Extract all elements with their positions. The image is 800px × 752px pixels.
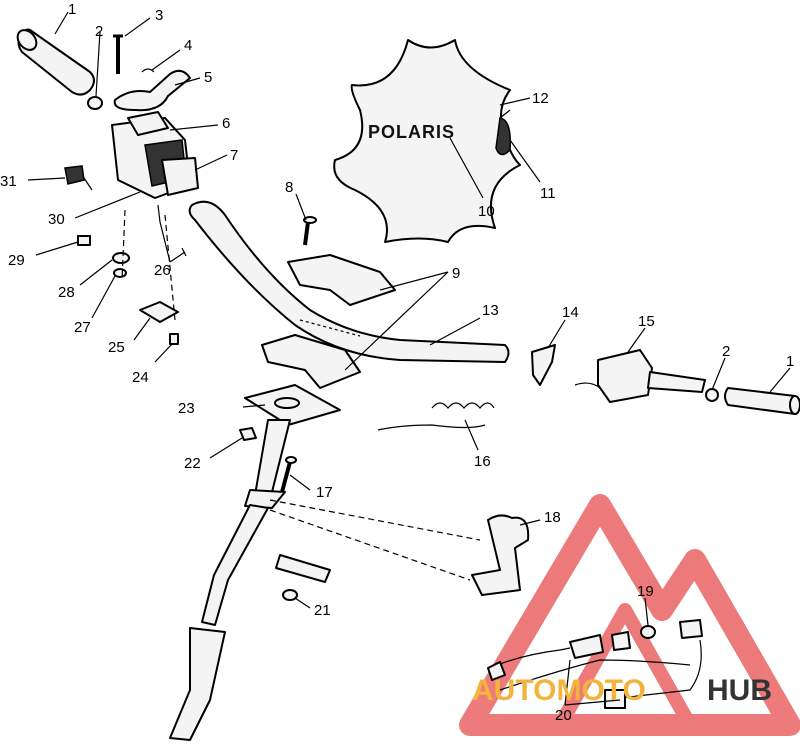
callout-15: 15 xyxy=(638,313,655,330)
callout-6: 6 xyxy=(222,115,230,132)
brake-master-cylinder xyxy=(574,349,706,403)
handlebar-pad: POLARIS xyxy=(333,39,521,243)
callout-12: 12 xyxy=(532,90,549,107)
callout-2-right: 2 xyxy=(722,343,730,360)
watermark-text-light: AUTOMOTO xyxy=(472,674,646,707)
callout-19: 19 xyxy=(637,583,654,600)
right-grip-end-plug xyxy=(705,388,719,402)
callout-22: 22 xyxy=(184,455,201,472)
callout-25: 25 xyxy=(108,339,125,356)
callout-17: 17 xyxy=(316,484,333,501)
left-grip-end-plug xyxy=(87,96,103,110)
callout-5: 5 xyxy=(204,69,212,86)
brake-lever-bracket xyxy=(531,344,556,386)
housing-cover-plate xyxy=(139,301,179,345)
coiled-cable xyxy=(377,402,495,431)
steering-bushing xyxy=(275,554,331,601)
callout-13: 13 xyxy=(482,302,499,319)
watermark-text-dark: HUB xyxy=(707,674,772,707)
callout-labels: 1 2 3 4 5 6 7 8 9 10 11 12 13 14 15 2 1 … xyxy=(0,1,794,724)
callout-31: 31 xyxy=(0,173,17,190)
handlebar-clamp-upper xyxy=(287,254,396,306)
callout-21: 21 xyxy=(314,602,331,619)
callout-4: 4 xyxy=(184,37,192,54)
throttle-lever xyxy=(113,69,191,112)
callout-14: 14 xyxy=(562,304,579,321)
steering-post xyxy=(169,384,481,741)
left-hand-grip xyxy=(16,28,95,96)
housing-hardware xyxy=(77,204,187,321)
callout-8: 8 xyxy=(285,179,293,196)
handlebar xyxy=(188,200,510,363)
steering-post-nut xyxy=(239,427,257,441)
callout-1-right: 1 xyxy=(786,353,794,370)
retaining-clip xyxy=(141,68,155,73)
callout-7: 7 xyxy=(230,147,238,164)
watermark-logo xyxy=(459,494,800,736)
leader-lines xyxy=(27,11,791,706)
callout-3: 3 xyxy=(155,7,163,24)
callout-29: 29 xyxy=(8,252,25,269)
handlebar-clamp-lower xyxy=(261,334,361,389)
callout-30: 30 xyxy=(48,211,65,228)
clamp-bolt xyxy=(303,216,317,246)
kill-switch xyxy=(64,165,93,191)
right-hand-grip xyxy=(724,387,800,415)
callout-16: 16 xyxy=(474,453,491,470)
callout-28: 28 xyxy=(58,284,75,301)
pad-brand-text: POLARIS xyxy=(368,122,455,142)
callout-11: 11 xyxy=(540,185,556,202)
callout-9: 9 xyxy=(452,265,460,282)
callout-27: 27 xyxy=(74,319,91,336)
callout-18: 18 xyxy=(544,509,561,526)
callout-24: 24 xyxy=(132,369,149,386)
callout-10: 10 xyxy=(478,203,495,220)
callout-20: 20 xyxy=(555,707,572,724)
callout-23: 23 xyxy=(178,400,195,417)
throttle-housing xyxy=(111,111,199,199)
callout-1-left: 1 xyxy=(68,1,76,18)
steering-bolt xyxy=(280,456,297,493)
callout-26: 26 xyxy=(154,262,171,279)
watermark-text: AUTOMOTO HUB xyxy=(472,674,772,707)
callout-2-left: 2 xyxy=(95,23,103,40)
wiring-harness xyxy=(487,619,703,709)
throttle-pin xyxy=(113,34,123,74)
steering-support-bracket xyxy=(471,514,530,596)
